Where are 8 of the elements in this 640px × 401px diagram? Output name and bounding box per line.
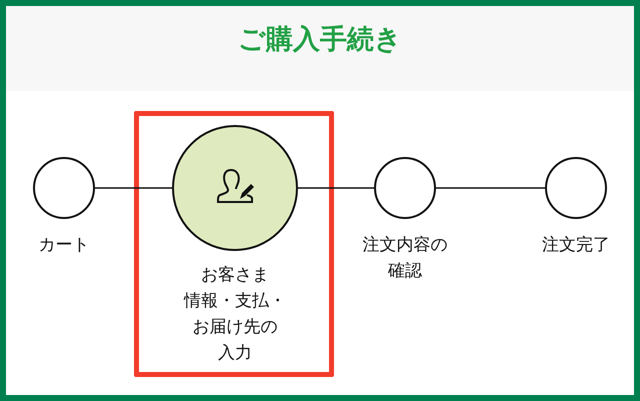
connector-line <box>298 187 374 189</box>
step-label: カート <box>38 234 90 257</box>
connector-line <box>95 187 172 189</box>
step-label: 注文完了 <box>542 234 610 257</box>
step-label: 注文内容の確認 <box>362 234 448 283</box>
title: ご購入手続き <box>238 23 402 57</box>
step-label: お客さま情報・支払・お届け先の入力 <box>184 264 286 365</box>
connector-line <box>436 187 545 189</box>
